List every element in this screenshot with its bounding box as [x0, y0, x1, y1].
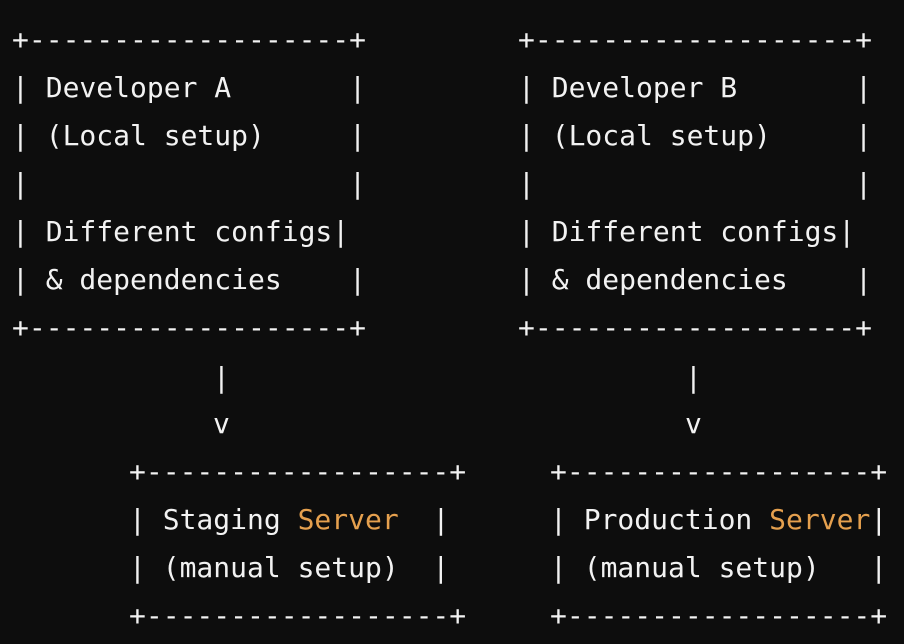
developer-a-top-border: +-------------------+ — [12, 23, 367, 56]
developer-b-subtitle: | (Local setup) | — [518, 119, 873, 152]
production-subtitle: | (manual setup) | — [550, 551, 888, 584]
staging-top-border: +------------------+ — [129, 455, 467, 488]
production-title-prefix: | Production — [550, 503, 770, 536]
connector-b-stem: | — [685, 361, 702, 394]
production-top-border: +------------------+ — [550, 455, 888, 488]
developer-b-blank-row: | | — [518, 167, 873, 200]
developer-a-title: | Developer A | — [12, 71, 367, 104]
production-title-row: | Production Server| — [550, 496, 887, 544]
developer-a-blank-row: | | — [12, 167, 367, 200]
staging-subtitle: | (manual setup) | — [129, 551, 450, 584]
developer-b-bottom-border: +-------------------+ — [518, 311, 873, 344]
developer-a-note-2: | & dependencies | — [12, 263, 367, 296]
developer-a-subtitle: | (Local setup) | — [12, 119, 367, 152]
developer-b-note-2: | & dependencies | — [518, 263, 873, 296]
production-server-keyword: Server — [769, 503, 871, 536]
staging-title-prefix: | Staging — [129, 503, 298, 536]
production-bottom-border: +------------------+ — [550, 599, 888, 632]
production-title-suffix: | — [870, 503, 888, 536]
developer-a-bottom-border: +-------------------+ — [12, 311, 367, 344]
staging-title-suffix: | — [398, 503, 450, 536]
developer-b-title: | Developer B | — [518, 71, 873, 104]
staging-server-keyword: Server — [297, 503, 399, 536]
connector-a-stem: | — [213, 361, 230, 394]
developer-b-note-1: | Different configs| — [518, 215, 856, 248]
connector-a-arrowhead: v — [213, 407, 230, 440]
staging-title-row: | Staging Server | — [129, 496, 449, 544]
staging-bottom-border: +------------------+ — [129, 599, 467, 632]
connector-b-arrowhead: v — [685, 407, 702, 440]
developer-a-note-1: | Different configs| — [12, 215, 350, 248]
developer-b-top-border: +-------------------+ — [518, 23, 873, 56]
